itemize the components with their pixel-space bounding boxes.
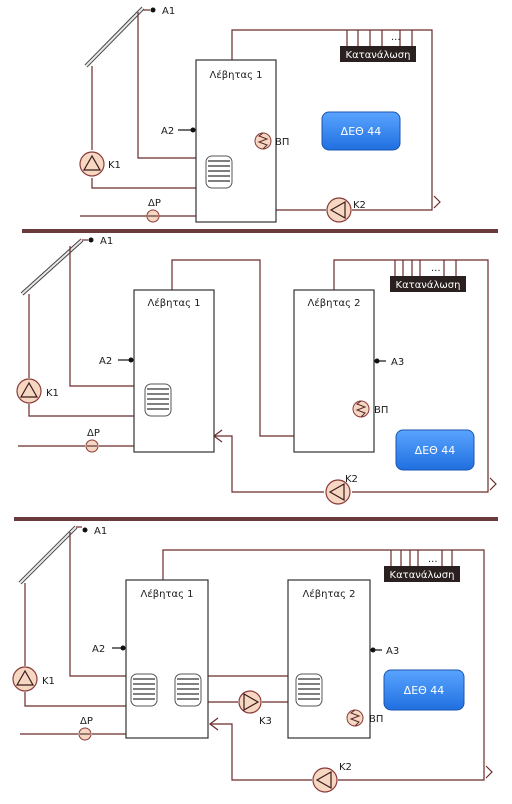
tank-2-label: Λέβητας 2 xyxy=(308,297,361,309)
sensor-a1-label: A1 xyxy=(100,236,113,247)
pump-k3-label: K3 xyxy=(259,716,272,727)
tank-2-label: Λέβητας 2 xyxy=(303,588,356,600)
pump-k2-icon xyxy=(326,197,352,223)
tank-1-label: Λέβητας 1 xyxy=(210,69,263,81)
heater-vp-label: ΒΠ xyxy=(374,405,388,416)
sensor-a1-dot xyxy=(82,527,88,533)
sensor-a3-label: A3 xyxy=(386,646,399,657)
consumption-box xyxy=(384,566,460,582)
heat-exchanger-coil xyxy=(144,383,172,417)
valve-dp-icon xyxy=(78,727,92,741)
sensor-a1-label: A1 xyxy=(162,6,175,17)
diagram-3: Λέβητας 1 Λέβητας 2 xyxy=(12,525,493,793)
tank-1-label: Λέβητας 1 xyxy=(141,588,194,600)
sensor-a3-label: A3 xyxy=(391,357,404,368)
heater-vp-label: ΒΠ xyxy=(369,714,383,725)
pump-k1-label: K1 xyxy=(46,388,59,399)
sensor-a2-dot xyxy=(190,127,196,133)
pump-k2-label: K2 xyxy=(345,474,358,485)
solar-collector-2 xyxy=(20,238,84,296)
heat-exchanger-coil xyxy=(295,673,323,707)
sensor-a1-label: A1 xyxy=(94,526,107,537)
pipes-2 xyxy=(18,239,497,493)
valve-dp-label: ΔP xyxy=(148,198,161,209)
dei-label: ΔΕΘ 44 xyxy=(404,684,445,697)
valve-dp-icon xyxy=(85,439,99,453)
electric-heater-icon xyxy=(254,132,272,150)
tank-1 xyxy=(125,579,209,739)
consumption-dots: ... xyxy=(431,263,441,274)
sensor-a3-dot xyxy=(370,647,376,653)
consumption-dots: ... xyxy=(428,554,438,565)
diagram-2: Λέβητας 1 Λέβητας 2 A1 A2 A3 ΒΠ K1 xyxy=(16,236,497,505)
consumption-label: Κατανάλωση xyxy=(346,49,411,61)
pump-k1-label: K1 xyxy=(42,676,55,687)
pipes-1 xyxy=(80,9,441,217)
valve-dp-icon xyxy=(146,209,160,223)
pump-k1-icon xyxy=(16,378,42,404)
dei-box xyxy=(395,429,475,471)
sensor-a2-dot xyxy=(120,645,126,651)
heater-vp-label: ΒΠ xyxy=(275,137,289,148)
pump-k2-label: K2 xyxy=(339,762,352,773)
electric-heater-icon xyxy=(346,709,364,727)
solar-collector-3 xyxy=(18,525,78,585)
sensor-a1-dot xyxy=(88,237,94,243)
dei-label: ΔΕΘ 44 xyxy=(415,444,456,457)
solar-collector-1 xyxy=(84,6,145,68)
sensor-a2-label: A2 xyxy=(99,356,112,367)
consumption-dots: ... xyxy=(391,32,401,43)
heat-exchanger-coil xyxy=(130,673,158,707)
consumption-box xyxy=(340,46,416,62)
pump-k1-label: K1 xyxy=(108,160,121,171)
sensor-a2-label: A2 xyxy=(92,644,105,655)
valve-dp-label: ΔP xyxy=(87,428,100,439)
pump-k2-icon xyxy=(312,767,338,793)
dei-box xyxy=(383,669,465,711)
sensor-a2-label: A2 xyxy=(161,126,174,137)
pump-k3-icon xyxy=(238,690,262,714)
pump-k2-label: K2 xyxy=(353,200,366,211)
pump-k1-icon xyxy=(12,666,38,692)
pipes-3 xyxy=(20,526,493,781)
pump-k1-icon xyxy=(79,151,105,177)
sensor-a1-dot xyxy=(150,7,156,13)
separator-2 xyxy=(14,517,498,521)
valve-dp-label: ΔP xyxy=(80,716,93,727)
consumption-label: Κατανάλωση xyxy=(396,279,461,291)
tank-1-label: Λέβητας 1 xyxy=(148,297,201,309)
heat-exchanger-coil xyxy=(205,155,233,189)
separator-1 xyxy=(22,229,498,233)
sensor-a3-dot xyxy=(374,358,380,364)
tank-2 xyxy=(293,289,375,453)
pump-k2-icon xyxy=(325,479,351,505)
consumption-label: Κατανάλωση xyxy=(390,569,455,581)
consumption-box xyxy=(390,276,466,292)
diagram-1: Λέβητας 1 A1 A2 ΒΠ K1 xyxy=(79,6,441,223)
heat-exchanger-coil xyxy=(174,673,202,707)
dei-label: ΔΕΘ 44 xyxy=(341,125,382,138)
electric-heater-icon xyxy=(352,400,370,418)
dei-box xyxy=(321,111,401,151)
tank-1 xyxy=(133,289,215,453)
sensor-a2-dot xyxy=(128,357,134,363)
